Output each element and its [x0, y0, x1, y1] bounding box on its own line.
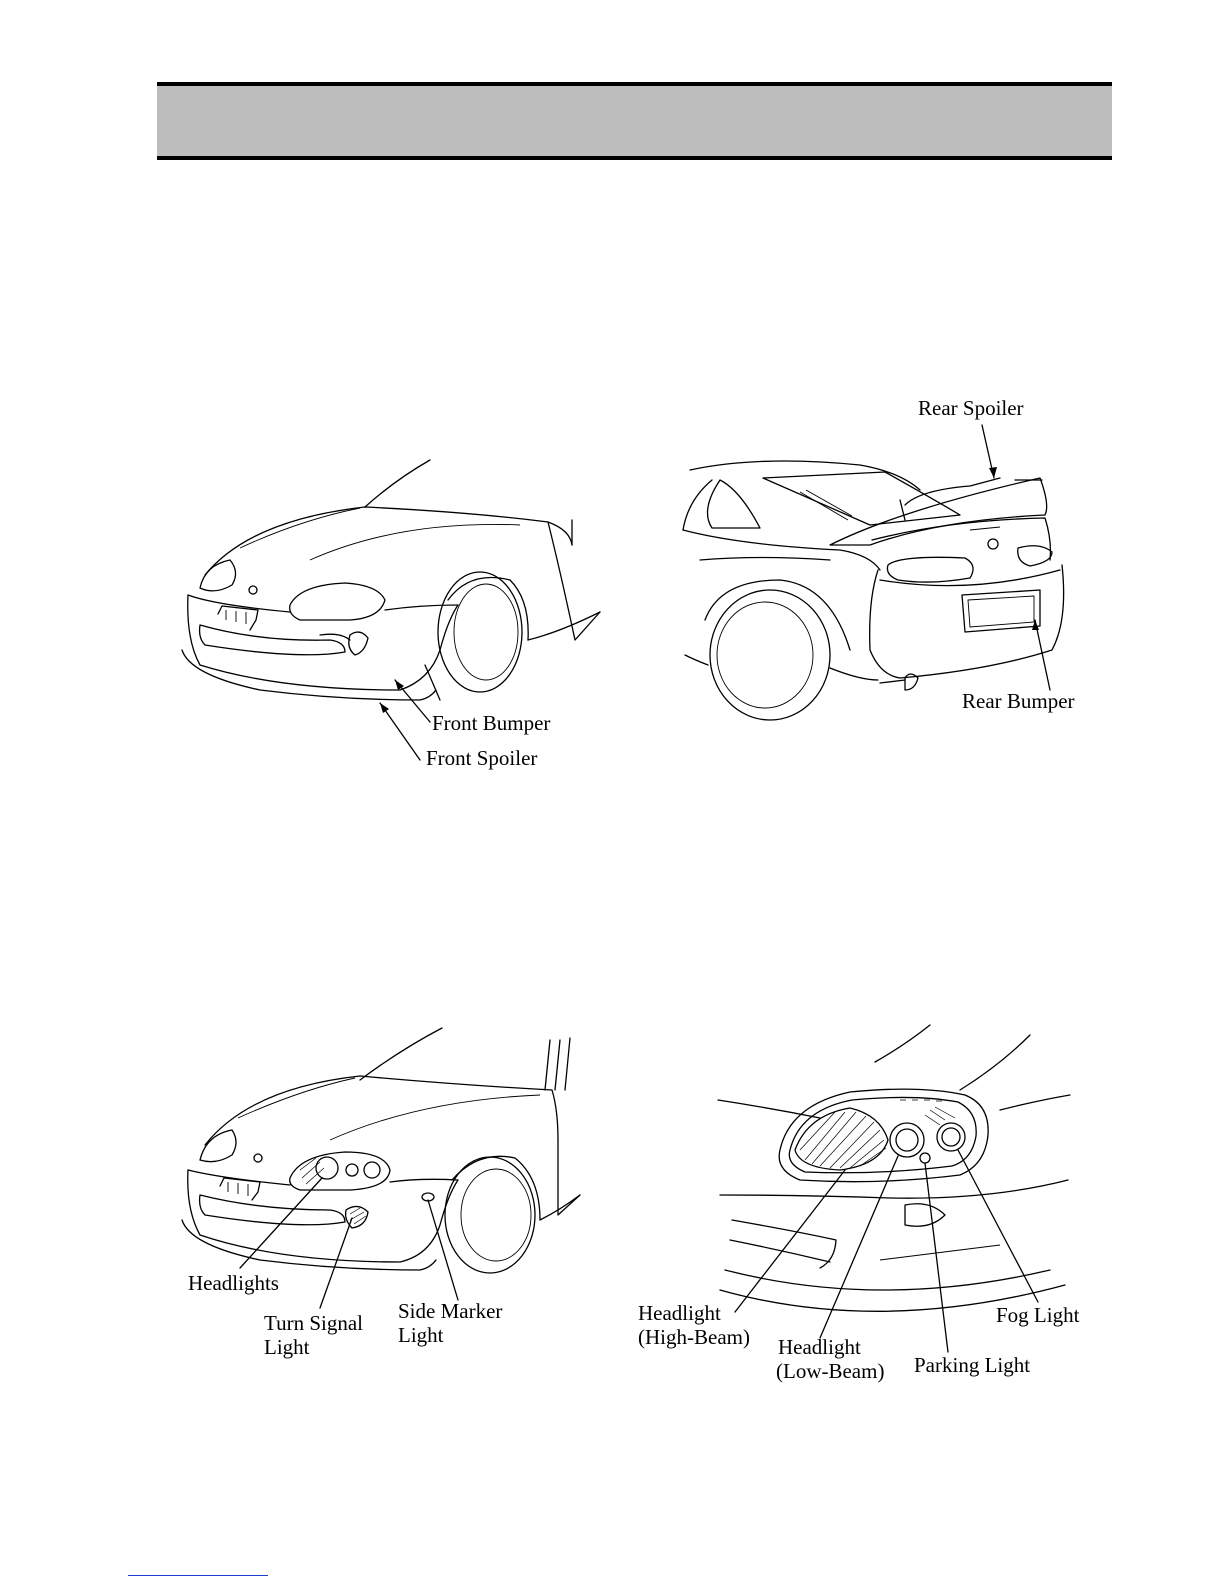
low-beam-label-line1: Headlight [778, 1335, 861, 1359]
parking-light-leader [925, 1163, 948, 1352]
parking-light-label: Parking Light [914, 1353, 1030, 1377]
fog-light-leader [958, 1150, 1038, 1302]
high-beam-leader [735, 1170, 845, 1312]
headlight-cluster-drawing [718, 1025, 1070, 1311]
footer-link-underline [128, 1575, 268, 1576]
low-beam-label-line2: (Low-Beam) [776, 1359, 884, 1383]
high-beam-label-line2: (High-Beam) [638, 1325, 750, 1349]
fog-light-label: Fog Light [996, 1303, 1080, 1327]
high-beam-label-line1: Headlight [638, 1301, 721, 1325]
